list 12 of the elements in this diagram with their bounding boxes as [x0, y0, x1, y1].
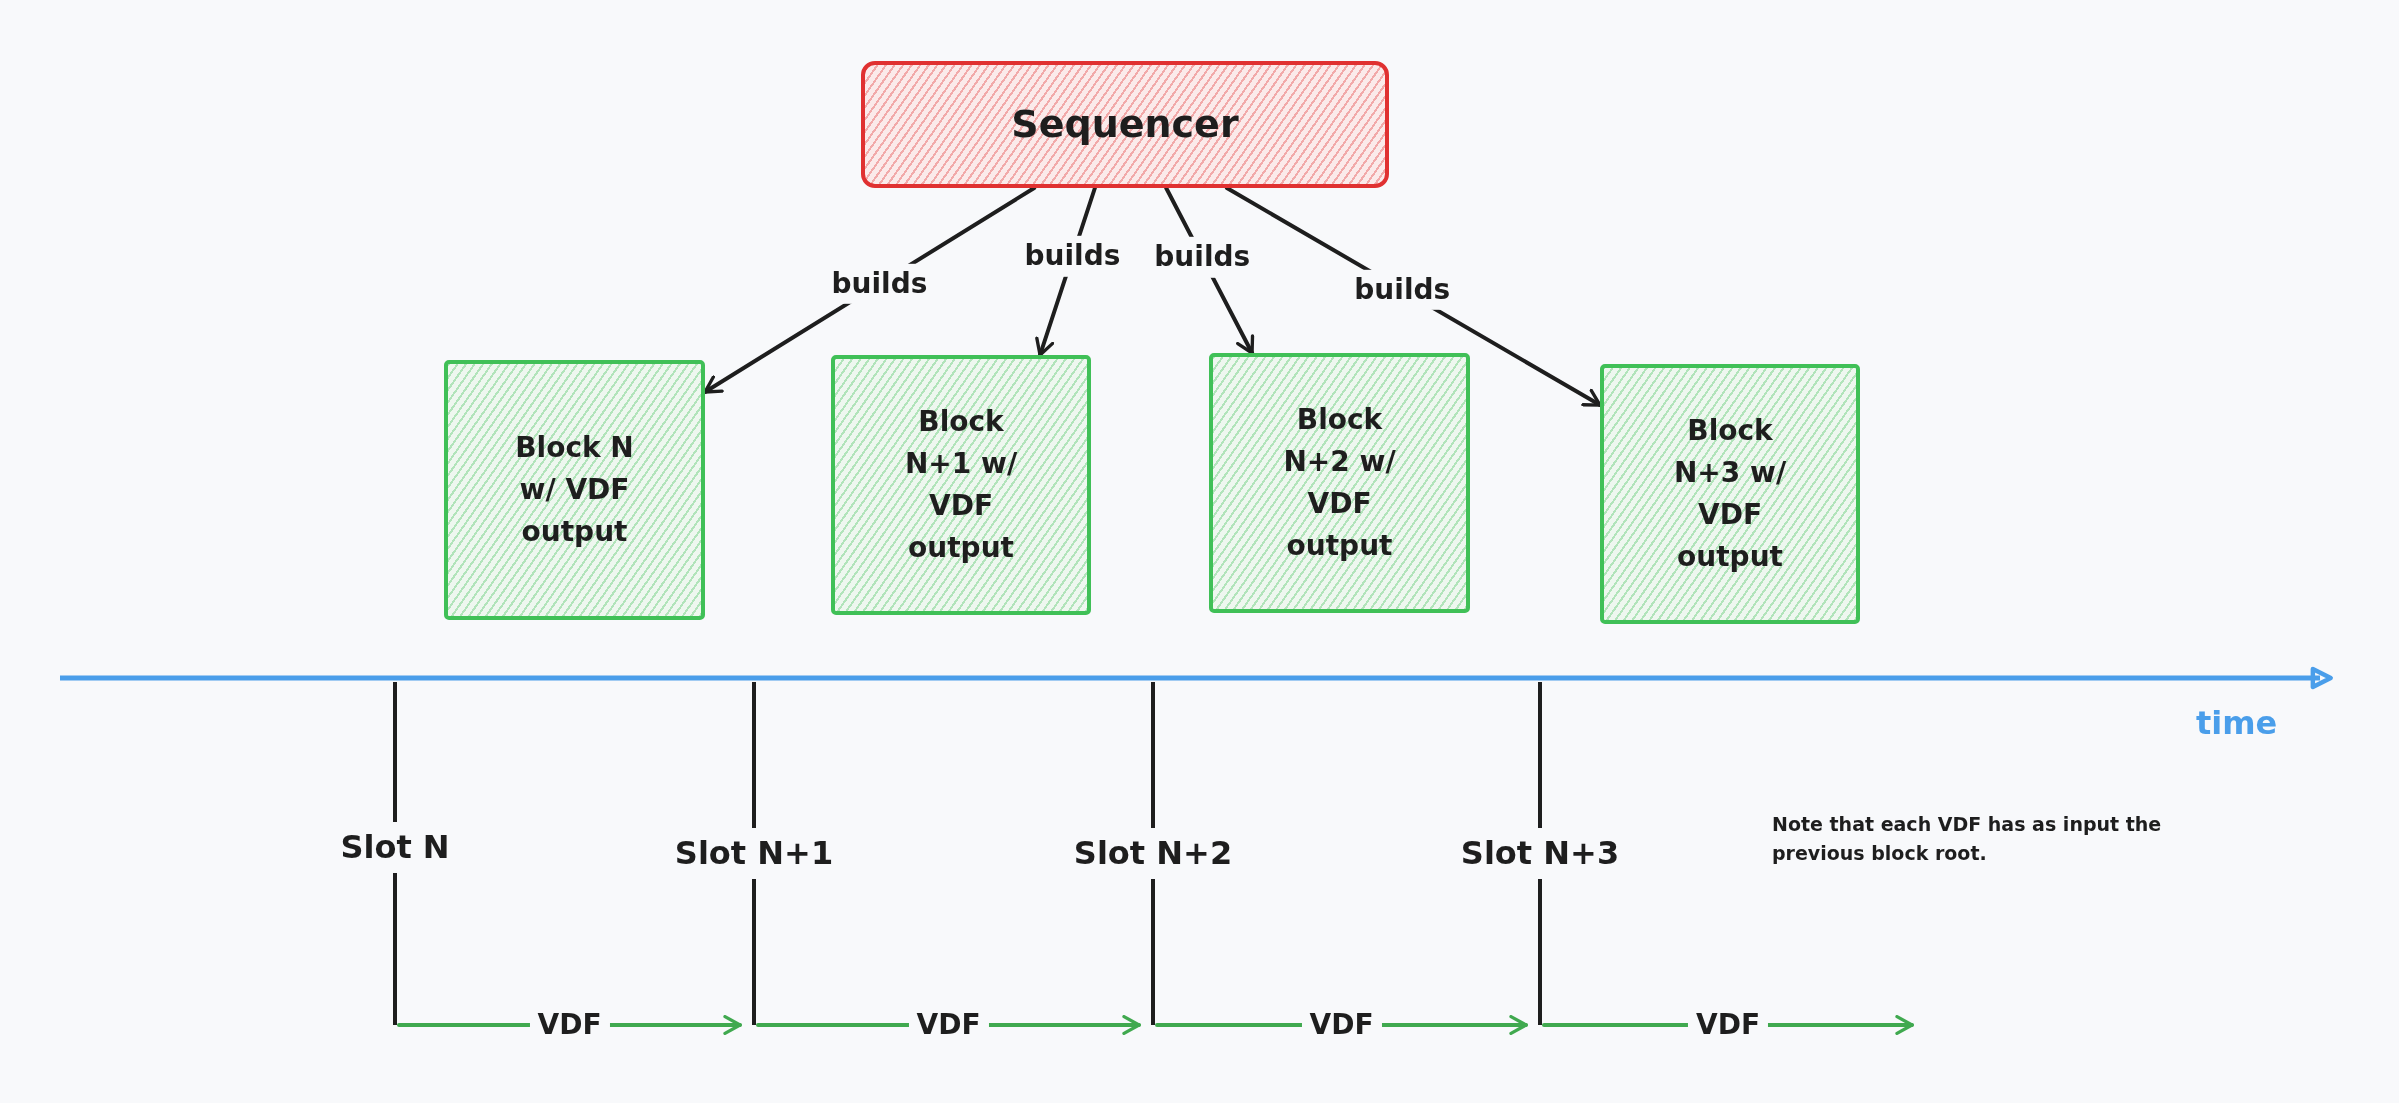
block-box	[1600, 364, 1860, 624]
block-box	[444, 360, 705, 620]
note-text: Note that each VDF has as input the previous block root.	[1772, 812, 2163, 867]
node-label: Sequencer	[1011, 101, 1239, 148]
block-box	[831, 355, 1091, 615]
axis-label: time	[2196, 704, 2278, 742]
sequencer-box	[861, 61, 1389, 188]
node-label: Block N+1 w/ VDF output	[903, 404, 1019, 566]
node-label: Block N w/ VDF output	[514, 430, 635, 550]
block-box	[1209, 353, 1470, 613]
node-label: Block N+3 w/ VDF output	[1672, 413, 1788, 575]
node-label: Block N+2 w/ VDF output	[1282, 402, 1397, 564]
